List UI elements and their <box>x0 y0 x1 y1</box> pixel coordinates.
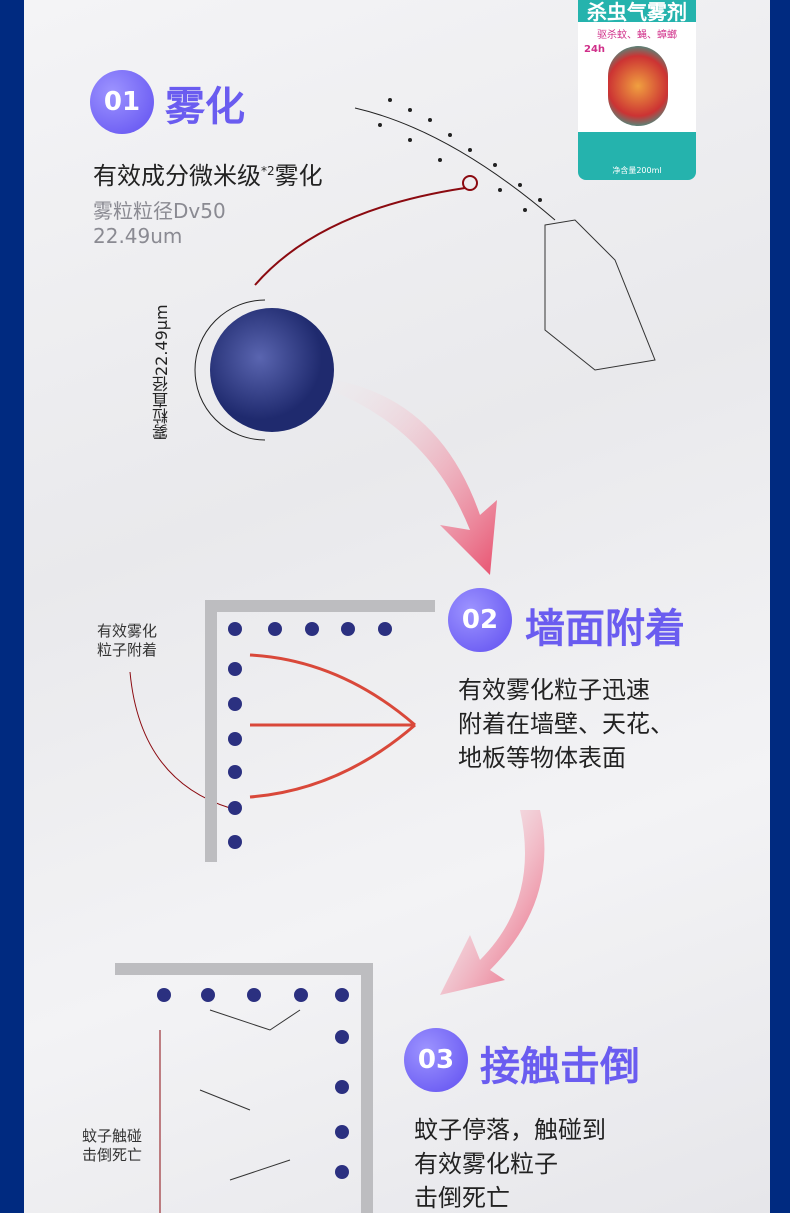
step3-desc: 蚊子停落，触碰到有效雾化粒子击倒死亡 <box>414 1116 606 1212</box>
step3-annotation: 蚊子触碰击倒死亡 <box>82 1127 143 1164</box>
step1-title: 雾化 <box>165 84 245 130</box>
step1-desc: 有效成分微米级*2雾化 <box>93 154 323 193</box>
step2-badge: 02 <box>448 588 512 652</box>
hand-spray-icon <box>544 219 656 371</box>
wall-2 <box>361 963 373 1213</box>
step3-badge: 03 <box>404 1028 468 1092</box>
flow-arrow-1 <box>330 380 497 575</box>
product-tagline: 驱杀蚊、蝇、蟑螂 <box>597 30 677 41</box>
highlight-circle <box>462 175 478 191</box>
zoom-arrow <box>254 187 466 286</box>
mosquito-icons <box>199 1009 301 1181</box>
step1-detail-2: 22.49um <box>93 224 183 248</box>
step1-desc-text2: 雾化 <box>274 162 323 190</box>
diameter-arc <box>194 299 266 441</box>
product-badge: 24h <box>584 44 606 55</box>
wall-vertical <box>205 600 217 862</box>
footnote: *2 <box>261 164 275 178</box>
wall-ceiling <box>205 600 435 612</box>
spray-dots <box>378 98 542 212</box>
step3-title: 接触击倒 <box>480 1044 640 1090</box>
product-volume: 净含量200ml <box>612 166 662 175</box>
particle-sphere <box>210 308 334 432</box>
step1-detail-1: 雾粒粒径Dv50 <box>93 199 226 223</box>
dragon-illustration <box>608 46 668 126</box>
step2-title: 墙面附着 <box>525 606 685 652</box>
step1-badge: 01 <box>90 70 154 134</box>
diameter-label: 雾粒直径22.49μm <box>152 304 171 440</box>
attach-lines <box>249 653 416 799</box>
step2-annotation: 有效雾化粒子附着 <box>97 622 158 659</box>
flow-arrow-2 <box>440 810 545 995</box>
ceiling-2 <box>115 963 373 975</box>
step1-desc-text: 有效成分微米级 <box>93 162 261 190</box>
spray-line <box>354 107 556 221</box>
step2-desc: 有效雾化粒子迅速附着在墙壁、天花、地板等物体表面 <box>458 676 674 772</box>
product-can-image: 杀虫气雾剂 驱杀蚊、蝇、蟑螂 24h 净含量200ml <box>578 0 696 180</box>
product-name: 杀虫气雾剂 <box>587 0 687 24</box>
